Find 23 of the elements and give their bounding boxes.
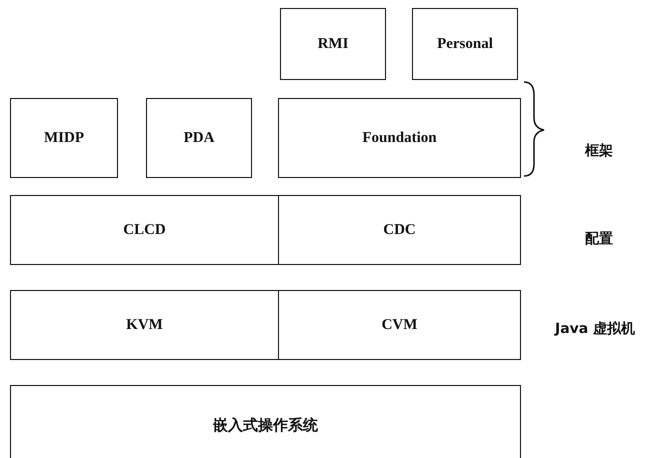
box-label: CDC xyxy=(383,222,416,238)
layer-box xyxy=(280,8,386,80)
box-label: Foundation xyxy=(362,130,437,146)
layer-box xyxy=(278,195,521,265)
layer-box xyxy=(278,98,521,178)
layer-box xyxy=(10,385,521,458)
box-label: RMI xyxy=(318,36,348,52)
layer-box xyxy=(10,195,279,265)
layer-box xyxy=(278,290,521,360)
layer-box xyxy=(10,98,118,178)
layer-box xyxy=(10,290,279,360)
box-label: Personal xyxy=(437,36,493,52)
layer-label: 框架 xyxy=(585,142,613,160)
box-label: CLCD xyxy=(123,222,166,238)
box-label: CVM xyxy=(382,316,418,334)
box-label: MIDP xyxy=(44,130,84,146)
box-label: 嵌入式操作系统 xyxy=(213,416,318,435)
layer-label: Java 虚拟机 xyxy=(555,320,636,338)
layer-box xyxy=(412,8,518,80)
layer-label: 配置 xyxy=(585,230,613,248)
box-label: KVM xyxy=(126,316,163,334)
layer-box xyxy=(146,98,252,178)
box-label: PDA xyxy=(184,130,214,146)
